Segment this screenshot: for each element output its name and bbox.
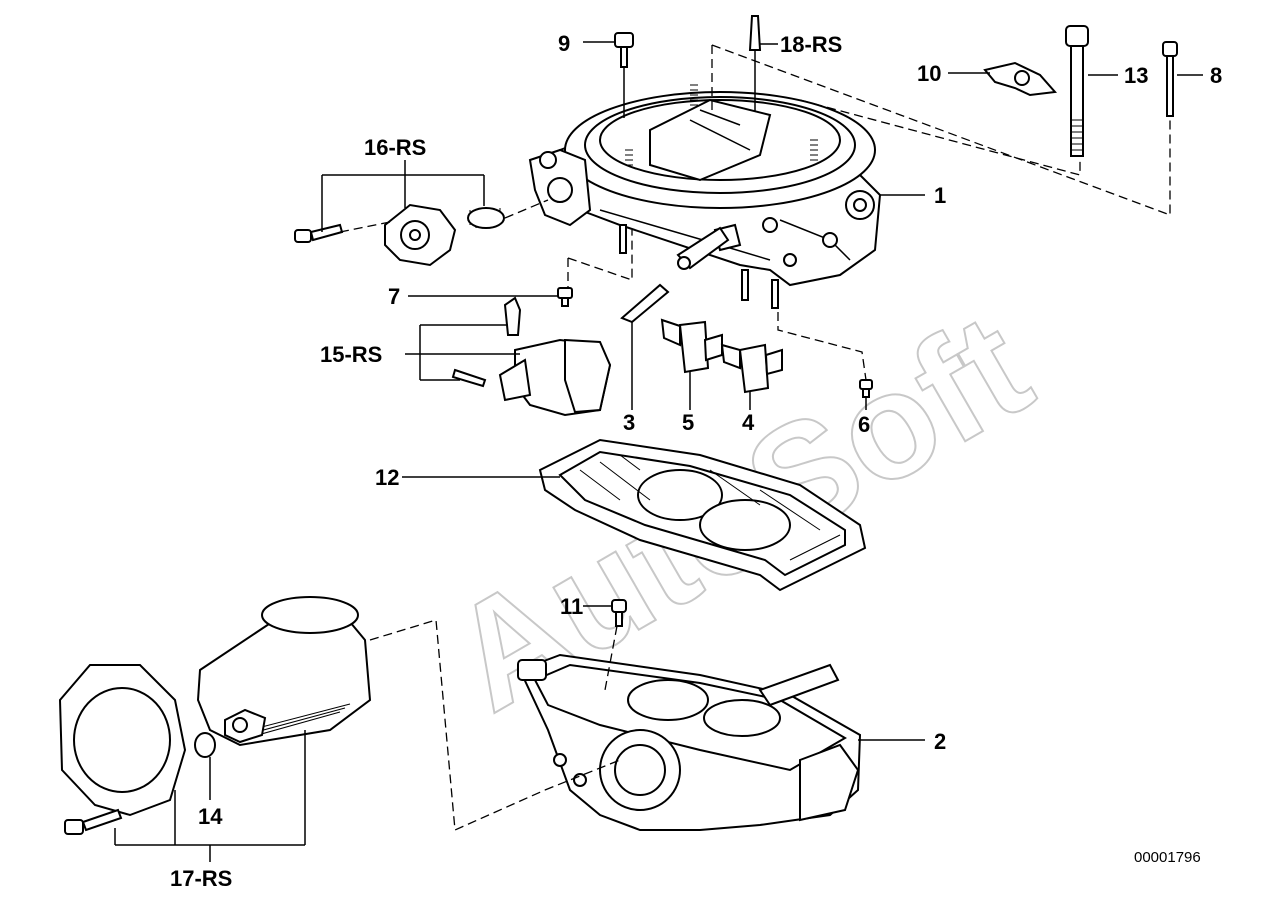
carburetor-lower-body: [517, 653, 862, 831]
gasket-12: [538, 438, 867, 592]
label-part-16: 16-RS: [364, 135, 426, 160]
leader-lines: [114, 41, 1203, 862]
label-part-4: 4: [742, 410, 755, 435]
label-part-8: 8: [1210, 63, 1222, 88]
label-part-13: 13: [1124, 63, 1148, 88]
label-part-18: 18-RS: [780, 32, 842, 57]
part-labels: 1 2 3 4 5 6 7 8 9 10 11 12 13 14 15-RS 1…: [170, 31, 1222, 891]
label-part-17: 17-RS: [170, 866, 232, 891]
label-part-6: 6: [858, 412, 870, 437]
label-part-14: 14: [198, 804, 223, 829]
clip-4: [720, 343, 783, 394]
assembly-dashed-lines: [339, 44, 1171, 831]
label-part-3: 3: [623, 410, 635, 435]
assembly-15: [451, 296, 612, 417]
label-part-15: 15-RS: [320, 342, 382, 367]
label-part-9: 9: [558, 31, 570, 56]
clip-5: [660, 318, 723, 374]
diagram-code: 00001796: [1134, 849, 1201, 866]
assembly-17: [58, 596, 372, 835]
label-part-1: 1: [934, 183, 946, 208]
label-part-2: 2: [934, 729, 946, 754]
screw-9: [614, 32, 634, 68]
label-part-12: 12: [375, 465, 399, 490]
pin-18: [748, 15, 762, 51]
screw-7: [557, 287, 573, 307]
assembly-16: [294, 203, 505, 267]
carburetor-upper-body: [528, 84, 882, 309]
screw-8: [1162, 41, 1178, 117]
screw-11: [611, 599, 627, 627]
o-ring-14: [194, 732, 216, 758]
bolt-13: [1065, 25, 1089, 157]
label-part-10: 10: [917, 61, 941, 86]
label-part-7: 7: [388, 284, 400, 309]
label-part-5: 5: [682, 410, 694, 435]
needle-3: [620, 226, 730, 324]
label-part-11: 11: [560, 594, 583, 619]
